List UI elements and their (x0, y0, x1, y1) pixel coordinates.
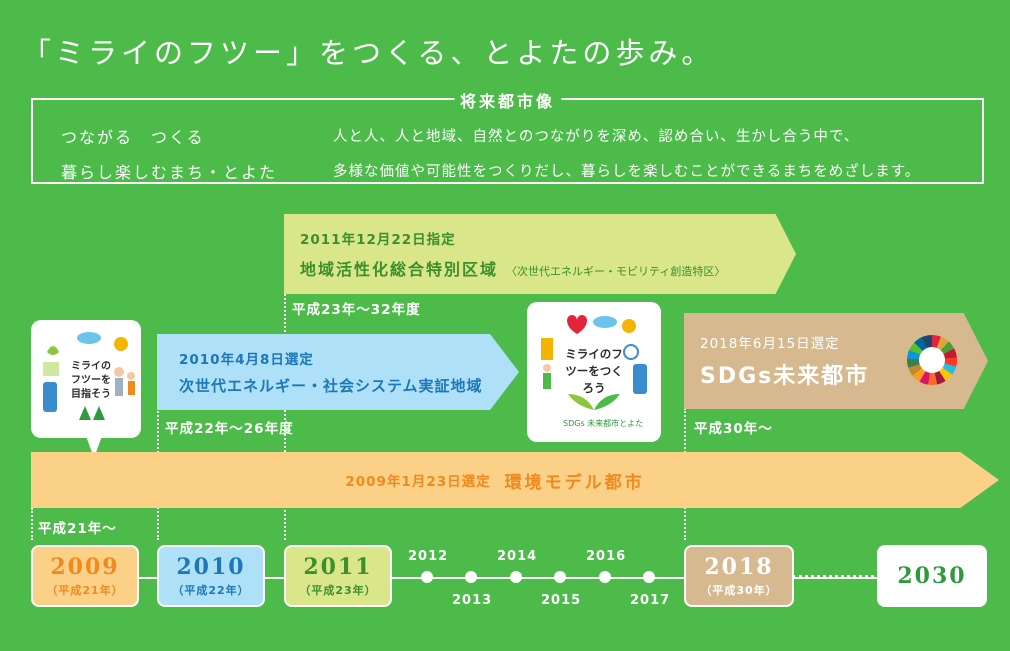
timeline-dot-2012 (421, 571, 433, 583)
house-icon (43, 362, 59, 376)
timeline-dotted-gap (792, 575, 874, 578)
vision-box: 将来都市像 つながる つくる 暮らし楽しむまち・とよた 人と人、人と地域、自然と… (31, 88, 984, 184)
wareki-label: （平成21年） (46, 584, 124, 597)
vision-motto: つながる つくる 暮らし楽しむまち・とよた (61, 120, 277, 190)
bus-icon (633, 364, 647, 394)
leaf-icon (568, 394, 594, 410)
year-box-2011: 2011 （平成23年） (284, 545, 392, 607)
designation-arrow-2009: 2009年1月23日選定 環境モデル都市 (31, 452, 999, 508)
year-label: 2009 (50, 554, 120, 580)
heart-icon (567, 315, 587, 334)
sun-icon (622, 319, 636, 333)
era-label-2011: 平成23年～32年度 (292, 302, 421, 318)
vision-poster-card-1: ミライのフツーを目指そう (31, 320, 141, 458)
designation-subtitle-2011: 〈次世代エネルギー・モビリティ創造特区〉 (506, 265, 726, 278)
building-icon (541, 338, 553, 360)
page-title: 「ミライのフツー」をつくる、とよたの歩み。 (22, 36, 715, 70)
poster-illustration-1 (43, 332, 135, 420)
leaf-icon (47, 346, 59, 355)
year-box-2010: 2010 （平成22年） (157, 545, 265, 607)
vision-label: 将来都市像 (445, 88, 570, 112)
bus-icon (43, 382, 57, 412)
poster-brand-2: SDGs 未来都市とよた (563, 419, 644, 428)
tick-label-2017: 2017 (630, 593, 671, 608)
era-label-2010: 平成22年～26年度 (165, 421, 294, 437)
designation-arrow-2010: 2010年4月8日選定 次世代エネルギー・社会システム実証地域 (157, 334, 519, 410)
tick-label-2016: 2016 (586, 549, 627, 564)
designation-name-2009: 環境モデル都市 (504, 472, 645, 493)
designation-date-2010: 2010年4月8日選定 (179, 352, 314, 368)
vision-text-line-1: 人と人、人と地域、自然とのつながりを深め、認め合い、生かし合う中で、 (333, 129, 860, 145)
designation-date-2018: 2018年6月15日選定 (700, 336, 840, 352)
cloud-icon (593, 316, 617, 328)
designation-date-2009: 2009年1月23日選定 (345, 474, 491, 490)
timeline-dot-2015 (554, 571, 566, 583)
sdgs-wheel-icon (907, 335, 957, 385)
year-label: 2030 (897, 563, 967, 589)
wareki-label: （平成22年） (172, 584, 250, 597)
tick-label-2013: 2013 (452, 593, 493, 608)
designation-title-2011: 地域活性化総合特別区域 (300, 260, 499, 279)
year-label: 2010 (176, 554, 246, 580)
year-label: 2018 (704, 554, 774, 580)
designation-name-2011: 地域活性化総合特別区域〈次世代エネルギー・モビリティ創造特区〉 (300, 256, 796, 280)
designation-arrow-2018: 2018年6月15日選定 SDGs未来都市 (684, 313, 988, 409)
timeline-dot-2013 (465, 571, 477, 583)
vision-text-line-2: 多様な価値や可能性をつくりだし、暮らしを楽しむことができるまちをめざします。 (333, 164, 921, 180)
guide-line-2011 (284, 290, 286, 540)
tree-icon (79, 406, 91, 420)
designation-date-2011: 2011年12月22日指定 (300, 232, 456, 248)
designation-name-2010: 次世代エネルギー・社会システム実証地域 (179, 377, 483, 395)
motto-line-2: 暮らし楽しむまち・とよた (61, 163, 278, 182)
tick-label-2015: 2015 (541, 593, 582, 608)
tick-label-2012: 2012 (408, 549, 449, 564)
year-label: 2011 (303, 554, 373, 580)
vision-poster-card-2: ミライのフツーをつくろう SDGs 未来都市とよた (527, 302, 661, 442)
year-box-2030: 2030 (877, 545, 987, 607)
wareki-label: （平成30年） (700, 584, 778, 597)
guide-line-2009 (31, 508, 33, 540)
designation-name-2018: SDGs未来都市 (700, 364, 870, 389)
timeline-dot-2014 (510, 571, 522, 583)
era-label-2009: 平成21年～ (38, 521, 117, 537)
poster-illustration-2 (541, 315, 647, 410)
poster-caption-2: ミライのフツーをつくろう (565, 347, 623, 395)
wareki-label: （平成23年） (299, 584, 377, 597)
vision-description: 人と人、人と地域、自然とのつながりを深め、認め合い、生かし合う中で、 多様な価値… (333, 120, 920, 190)
poster-caption-1: ミライのフツーを目指そう (71, 361, 111, 400)
era-label-2018: 平成30年～ (694, 421, 773, 437)
tick-label-2014: 2014 (497, 549, 538, 564)
person-icon (543, 364, 551, 372)
cloud-icon (77, 332, 101, 344)
year-box-2018: 2018 （平成30年） (684, 545, 794, 607)
year-box-2009: 2009 （平成21年） (31, 545, 139, 607)
timeline-dot-2016 (599, 571, 611, 583)
bicycle-icon (623, 344, 639, 360)
timeline-dot-2017 (643, 571, 655, 583)
sun-icon (114, 337, 128, 351)
person-icon (114, 367, 124, 377)
motto-line-1: つながる つくる (61, 128, 205, 147)
designation-arrow-2011: 2011年12月22日指定 地域活性化総合特別区域〈次世代エネルギー・モビリティ… (284, 214, 796, 294)
